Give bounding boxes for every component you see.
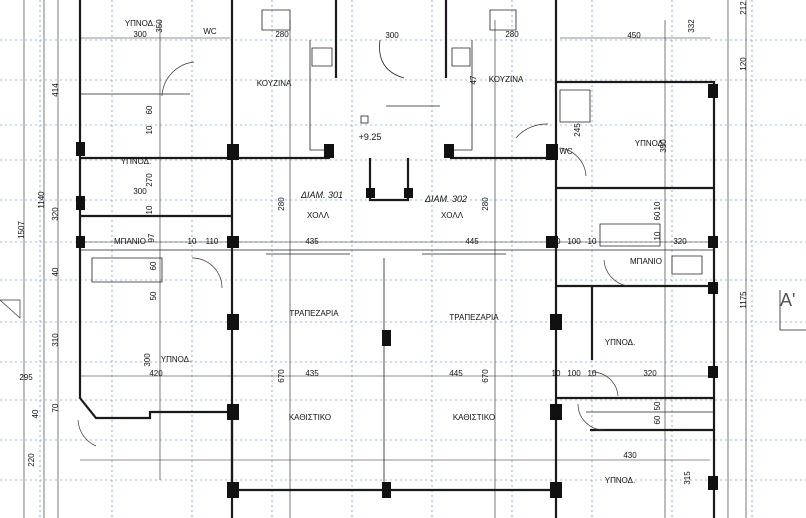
room-label-kitchen-left: ΚΟΥΖΙΝΑ (257, 79, 292, 88)
dim-value: 212 (739, 1, 748, 15)
columns (76, 84, 718, 498)
dim-value: 100 (567, 237, 581, 246)
dim-value: 435 (305, 369, 319, 378)
dim-value: 10 (145, 205, 154, 214)
apartment-label-301: ΔΙΑΜ. 301 (300, 190, 343, 200)
level-label: +9.25 (359, 132, 382, 142)
dim-value: 1175 (739, 291, 748, 309)
dim-value: 10 (588, 369, 597, 378)
dim-value: 40 (31, 409, 40, 418)
dim-value: 420 (149, 369, 163, 378)
dim-value: 280 (505, 30, 519, 39)
dim-value: 300 (133, 187, 147, 196)
dim-value: 300 (143, 353, 152, 367)
room-label-living-left: ΚΑΘΙΣΤΙΚΟ (289, 413, 331, 422)
dim-value: 10 (188, 237, 197, 246)
dim-value: 280 (481, 197, 490, 211)
dim-value: 300 (133, 30, 147, 39)
room-label-hall-left: ΧΟΛΛ (307, 211, 330, 220)
room-label-living-right: ΚΑΘΙΣΤΙΚΟ (453, 413, 495, 422)
dim-value: 310 (51, 333, 60, 347)
dim-value: 320 (673, 237, 687, 246)
dim-value: 100 (567, 369, 581, 378)
room-label-dining-right: ΤΡΑΠΕΖΑΡΙΑ (449, 313, 499, 322)
dim-value: 10 (230, 237, 239, 246)
dim-value: 47 (469, 75, 478, 84)
dim-value: 70 (51, 403, 60, 412)
room-label-dining-left: ΤΡΑΠΕΖΑΡΙΑ (289, 309, 339, 318)
room-label-bath-left: ΜΠΑΝΙΟ (114, 237, 146, 246)
room-label-bedroom-right-top: ΥΠΝΟΔ. (635, 139, 666, 148)
dimension-lines (23, 0, 747, 518)
dim-value: 414 (51, 83, 60, 97)
room-label-kitchen-right: ΚΟΥΖΙΝΑ (489, 75, 524, 84)
dim-value: 670 (481, 369, 490, 383)
dim-value: 350 (659, 139, 668, 153)
dim-value: 300 (385, 31, 399, 40)
walls (78, 0, 806, 518)
dim-value: 120 (739, 57, 748, 71)
dim-value: 670 (277, 369, 286, 383)
dim-value: 245 (573, 123, 582, 137)
level-marker (360, 115, 369, 124)
dim-value: 295 (19, 373, 33, 382)
room-label-bedroom-right-mid: ΥΠΝΟΔ. (605, 338, 636, 347)
dim-value: 50 (149, 291, 158, 300)
room-label-bedroom-bottom-left: ΥΠΝΟΔ. (161, 355, 192, 364)
dim-value: 280 (275, 30, 289, 39)
room-label-bath-right: ΜΠΑΝΙΟ (630, 257, 662, 266)
dim-value: 270 (145, 173, 154, 187)
dim-value: 60 (653, 211, 662, 220)
room-label-bedroom-top-left: ΥΠΝΟΔ. (125, 19, 156, 28)
dim-value: 450 (627, 31, 641, 40)
dim-value: 10 (653, 201, 662, 210)
dim-value: 320 (643, 369, 657, 378)
dim-value: 315 (683, 471, 692, 485)
doors (0, 61, 629, 447)
dim-value: 320 (51, 207, 60, 221)
dim-value: 1140 (37, 191, 46, 209)
dim-value: 1507 (17, 221, 26, 239)
room-label-wc-right: WC (559, 147, 573, 156)
room-labels: ΥΠΝΟΔ. ΥΠΝΟΔ. ΥΠΝΟΔ. ΥΠΝΟΔ. ΥΠΝΟΔ. ΥΠΝΟΔ… (114, 19, 665, 485)
dim-value: 10 (552, 369, 561, 378)
section-marker: A' (780, 290, 795, 310)
dim-value: 50 (653, 401, 662, 410)
dim-value: 60 (653, 415, 662, 424)
dim-value: 10 (653, 231, 662, 240)
dim-value: 10 (145, 125, 154, 134)
dimension-values: 300 350 280 300 47 280 450 332 212 120 4… (17, 1, 748, 485)
dim-value: 10 (552, 237, 561, 246)
dim-value: 40 (51, 267, 60, 276)
dim-value: 110 (206, 237, 219, 246)
dim-value: 60 (149, 261, 158, 270)
room-label-wc-left: WC (203, 27, 217, 36)
room-label-bedroom-mid-left: ΥΠΝΟΔ. (121, 157, 152, 166)
room-label-bedroom-right-bottom: ΥΠΝΟΔ. (605, 476, 636, 485)
dim-value: 220 (27, 453, 36, 467)
room-label-hall-right: ΧΟΛΛ (441, 211, 464, 220)
dim-value: 97 (147, 233, 156, 242)
dim-value: 280 (277, 197, 286, 211)
apartment-label-302: ΔΙΑΜ. 302 (424, 194, 467, 204)
dim-value: 10 (588, 237, 597, 246)
dim-value: 445 (449, 369, 463, 378)
dim-value: 60 (145, 105, 154, 114)
dim-value: 430 (623, 451, 637, 460)
dim-value: 350 (155, 19, 164, 33)
dim-value: 332 (687, 19, 696, 33)
dim-value: 445 (465, 237, 479, 246)
dim-value: 435 (305, 237, 319, 246)
